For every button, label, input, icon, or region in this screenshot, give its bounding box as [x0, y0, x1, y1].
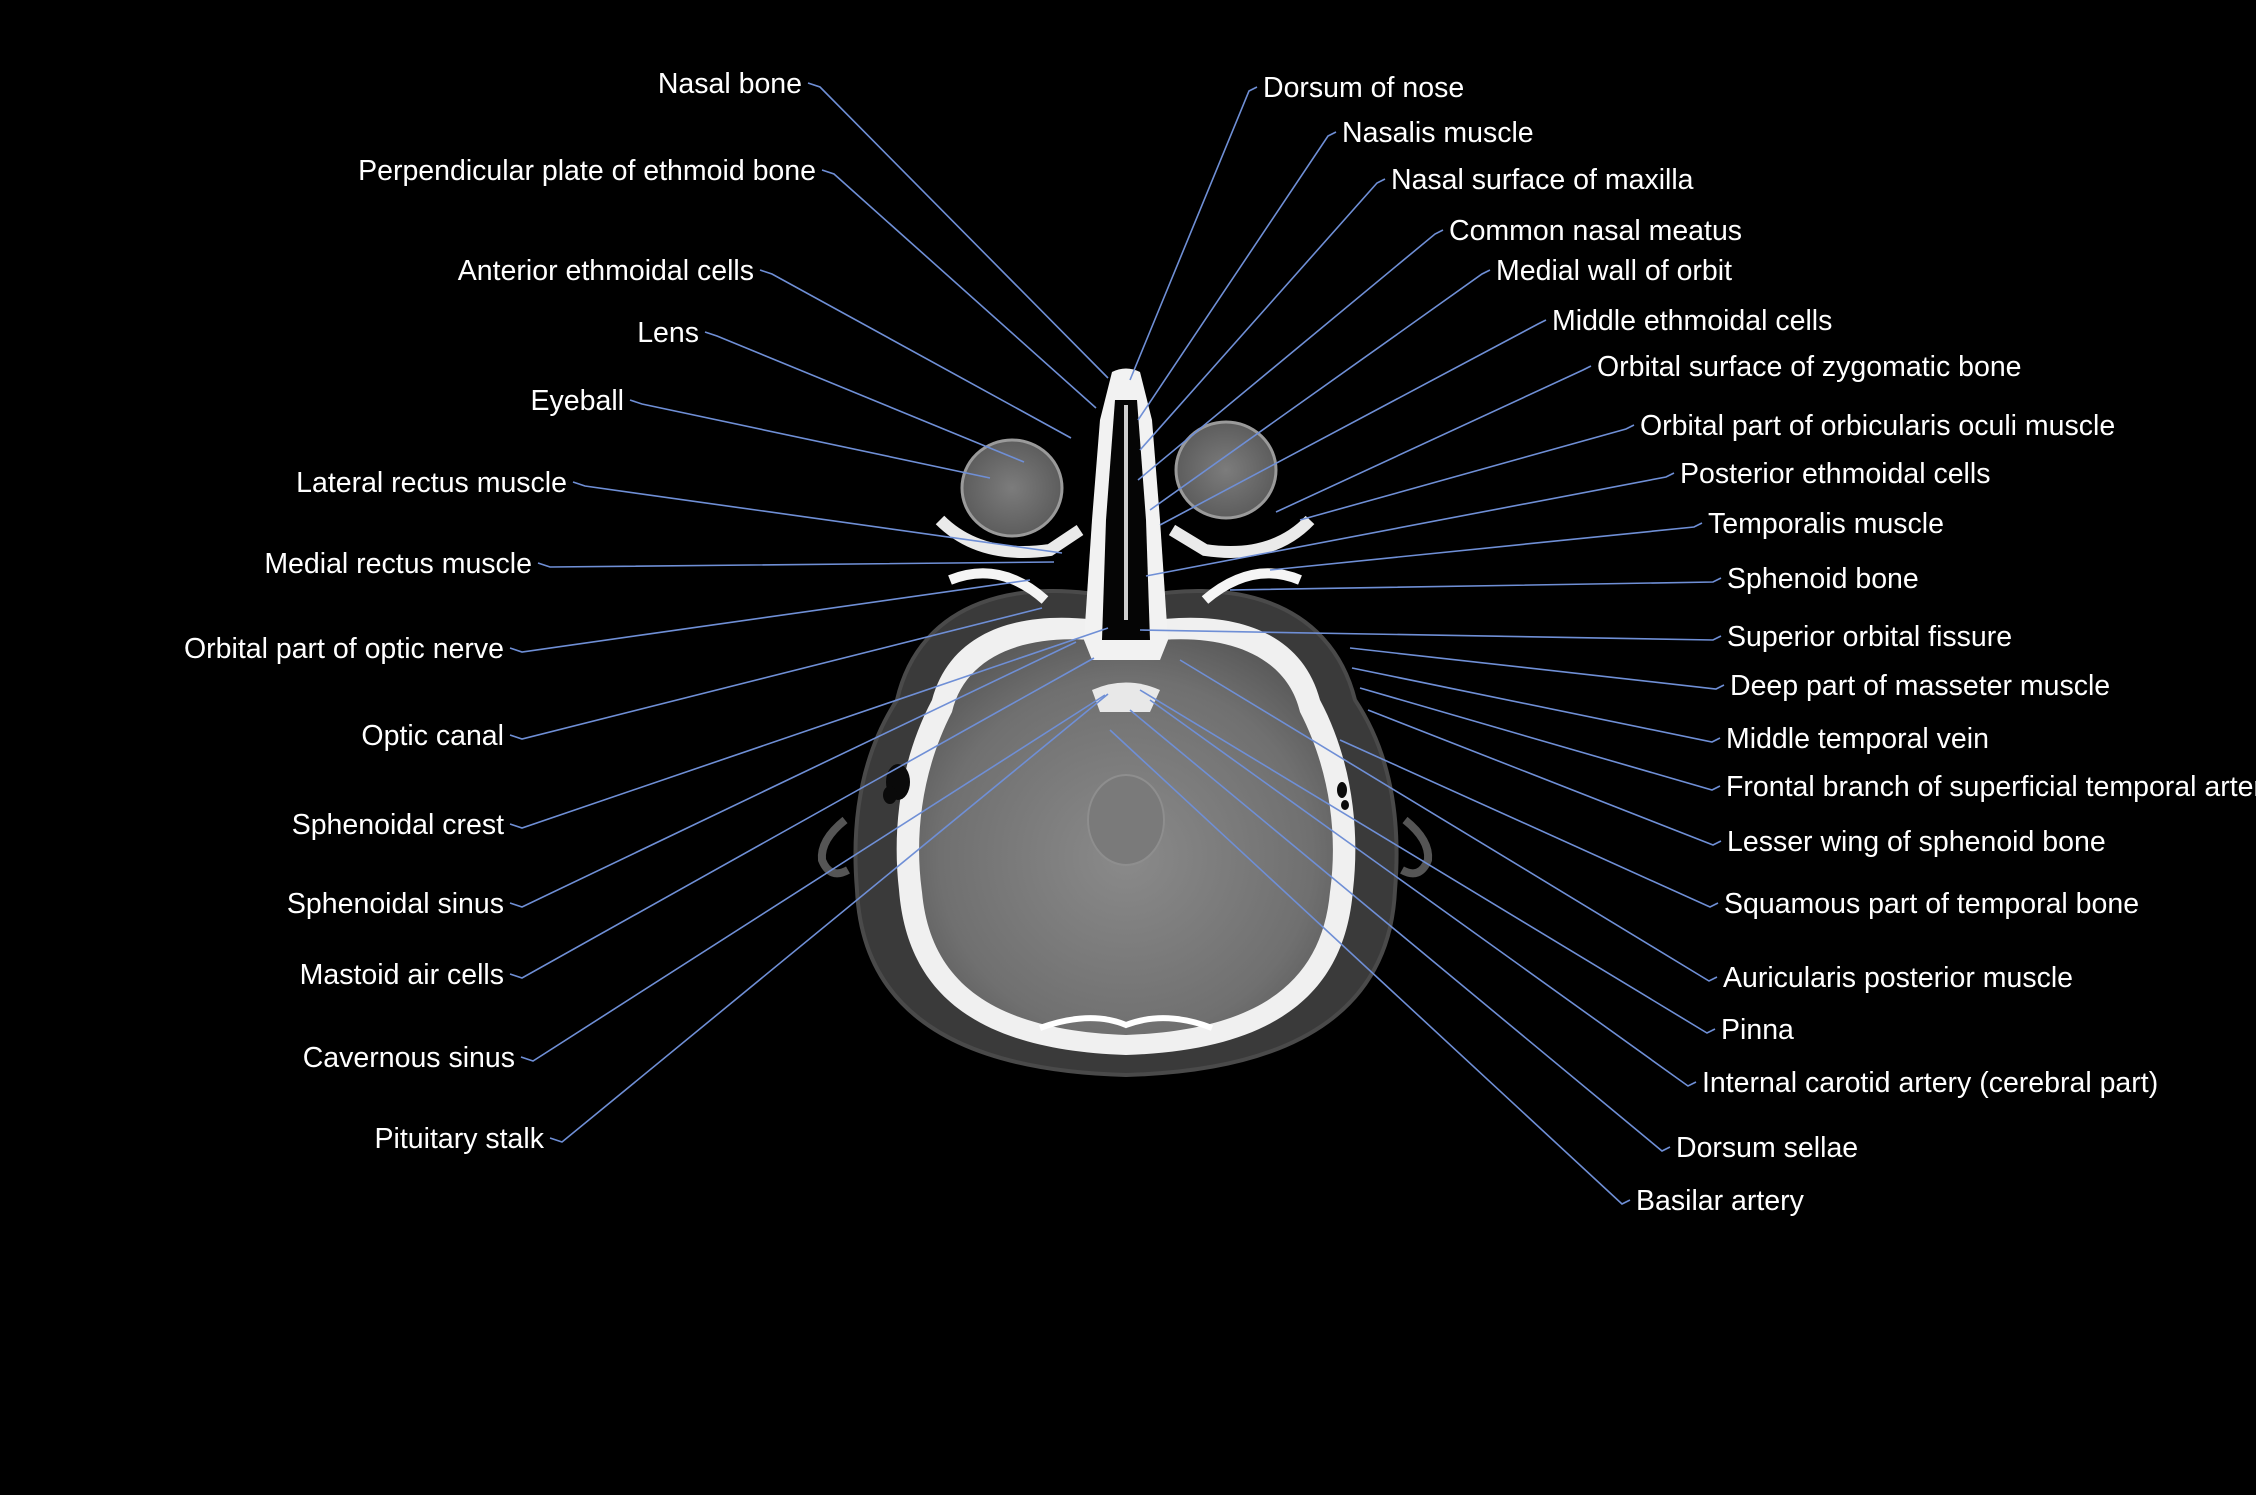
label-orbital-surface-of-zygomatic-bone: Orbital surface of zygomatic bone: [1597, 351, 2022, 383]
leader-lateral-rectus-muscle: [572, 481, 1063, 554]
right-orbit-wall: [1168, 515, 1315, 558]
leader-eyeball: [629, 399, 991, 479]
leader-orbital-part-of-optic-nerve: [509, 579, 1031, 653]
leader-basilar-artery: [1109, 729, 1631, 1205]
leader-lesser-wing-of-sphenoid-bone: [1367, 709, 1722, 846]
leader-dorsum-sellae: [1129, 709, 1671, 1152]
label-cavernous-sinus: Cavernous sinus: [303, 1042, 515, 1074]
label-sphenoidal-crest: Sphenoidal crest: [292, 809, 504, 841]
leader-sphenoidal-sinus: [509, 641, 1077, 908]
leader-superior-orbital-fissure: [1139, 629, 1722, 641]
label-basilar-artery: Basilar artery: [1636, 1185, 1805, 1217]
right-pinna: [1400, 816, 1433, 878]
leader-temporalis-muscle: [1269, 522, 1703, 571]
leader-sphenoid-bone: [1229, 577, 1722, 591]
label-common-nasal-meatus: Common nasal meatus: [1449, 215, 1742, 247]
sella-region: [1092, 682, 1160, 712]
leader-dorsum-of-nose: [1129, 86, 1258, 381]
left-mastoid-air: [883, 764, 910, 804]
label-superior-orbital-fissure: Superior orbital fissure: [1727, 621, 2012, 653]
leader-optic-canal: [509, 607, 1043, 740]
leader-middle-ethmoidal-cells: [1159, 319, 1547, 526]
ct-scan-image: [817, 368, 1433, 1078]
label-eyeball: Eyeball: [531, 385, 624, 417]
left-pinna: [817, 816, 850, 878]
label-lens: Lens: [637, 317, 699, 349]
label-pituitary-stalk: Pituitary stalk: [375, 1123, 545, 1155]
label-deep-part-of-masseter-muscle: Deep part of masseter muscle: [1730, 670, 2110, 702]
label-perpendicular-plate-of-ethmoid-bone: Perpendicular plate of ethmoid bone: [358, 155, 816, 187]
leader-nasal-bone: [807, 82, 1109, 379]
label-sphenoidal-sinus: Sphenoidal sinus: [287, 888, 504, 920]
left-sphenoid-ridge: [948, 568, 1049, 604]
label-lateral-rectus-muscle: Lateral rectus muscle: [296, 467, 567, 499]
leader-common-nasal-meatus: [1137, 229, 1444, 481]
label-orbital-part-of-orbicularis-oculi-muscle: Orbital part of orbicularis oculi muscle: [1640, 410, 2115, 442]
leader-auricularis-posterior-muscle: [1179, 659, 1718, 982]
leader-frontal-branch-of-superficial-temporal-artery: [1359, 687, 1721, 791]
label-middle-ethmoidal-cells: Middle ethmoidal cells: [1552, 305, 1832, 337]
leader-pinna: [1139, 689, 1716, 1034]
label-medial-wall-of-orbit: Medial wall of orbit: [1496, 255, 1732, 287]
label-lesser-wing-of-sphenoid-bone: Lesser wing of sphenoid bone: [1727, 826, 2106, 858]
label-mastoid-air-cells: Mastoid air cells: [300, 959, 504, 991]
leader-nasal-surface-of-maxilla: [1139, 178, 1386, 451]
leader-mastoid-air-cells: [509, 657, 1095, 979]
label-dorsum-of-nose: Dorsum of nose: [1263, 72, 1464, 104]
right-eyeball: [1174, 420, 1278, 520]
left-eyeball: [960, 438, 1064, 538]
leader-sphenoidal-crest: [509, 627, 1109, 829]
brainstem: [1087, 774, 1165, 866]
leader-orbital-part-of-orbicularis-oculi-muscle: [1299, 424, 1635, 521]
label-orbital-part-of-optic-nerve: Orbital part of optic nerve: [184, 633, 504, 665]
leader-medial-wall-of-orbit: [1149, 269, 1491, 511]
leader-anterior-ethmoidal-cells: [759, 269, 1072, 439]
leader-lens: [704, 331, 1025, 463]
label-auricularis-posterior-muscle: Auricularis posterior muscle: [1723, 962, 2073, 994]
label-anterior-ethmoidal-cells: Anterior ethmoidal cells: [458, 255, 754, 287]
label-nasal-surface-of-maxilla: Nasal surface of maxilla: [1391, 164, 1694, 196]
label-internal-carotid-artery-cerebral-part: Internal carotid artery (cerebral part): [1702, 1067, 2158, 1099]
leader-perpendicular-plate-of-ethmoid-bone: [821, 169, 1097, 409]
leader-posterior-ethmoidal-cells: [1145, 472, 1675, 577]
leader-cavernous-sinus: [520, 694, 1106, 1062]
leader-orbital-surface-of-zygomatic-bone: [1275, 365, 1592, 513]
label-nasal-bone: Nasal bone: [658, 68, 802, 100]
label-dorsum-sellae: Dorsum sellae: [1676, 1132, 1858, 1164]
leader-nasalis-muscle: [1137, 131, 1337, 421]
leader-medial-rectus-muscle: [537, 561, 1055, 568]
label-optic-canal: Optic canal: [361, 720, 504, 752]
label-frontal-branch-of-superficial-temporal-artery: Frontal branch of superficial temporal a…: [1726, 771, 2256, 803]
label-nasalis-muscle: Nasalis muscle: [1342, 117, 1534, 149]
leader-squamous-part-of-temporal-bone: [1339, 739, 1719, 908]
label-sphenoid-bone: Sphenoid bone: [1727, 563, 1919, 595]
label-posterior-ethmoidal-cells: Posterior ethmoidal cells: [1680, 458, 1990, 490]
leader-deep-part-of-masseter-muscle: [1349, 647, 1725, 690]
label-pinna: Pinna: [1721, 1014, 1794, 1046]
right-sphenoid-ridge: [1201, 568, 1302, 604]
leader-internal-carotid-artery-cerebral-part: [1149, 699, 1697, 1087]
label-middle-temporal-vein: Middle temporal vein: [1726, 723, 1989, 755]
label-temporalis-muscle: Temporalis muscle: [1708, 508, 1944, 540]
leader-pituitary-stalk: [549, 693, 1109, 1143]
leader-lines: [509, 82, 1725, 1205]
label-medial-rectus-muscle: Medial rectus muscle: [264, 548, 532, 580]
occipital-rim: [1038, 1015, 1214, 1031]
right-mastoid-air: [1337, 782, 1349, 810]
leader-middle-temporal-vein: [1351, 667, 1721, 743]
label-squamous-part-of-temporal-bone: Squamous part of temporal bone: [1724, 888, 2139, 920]
